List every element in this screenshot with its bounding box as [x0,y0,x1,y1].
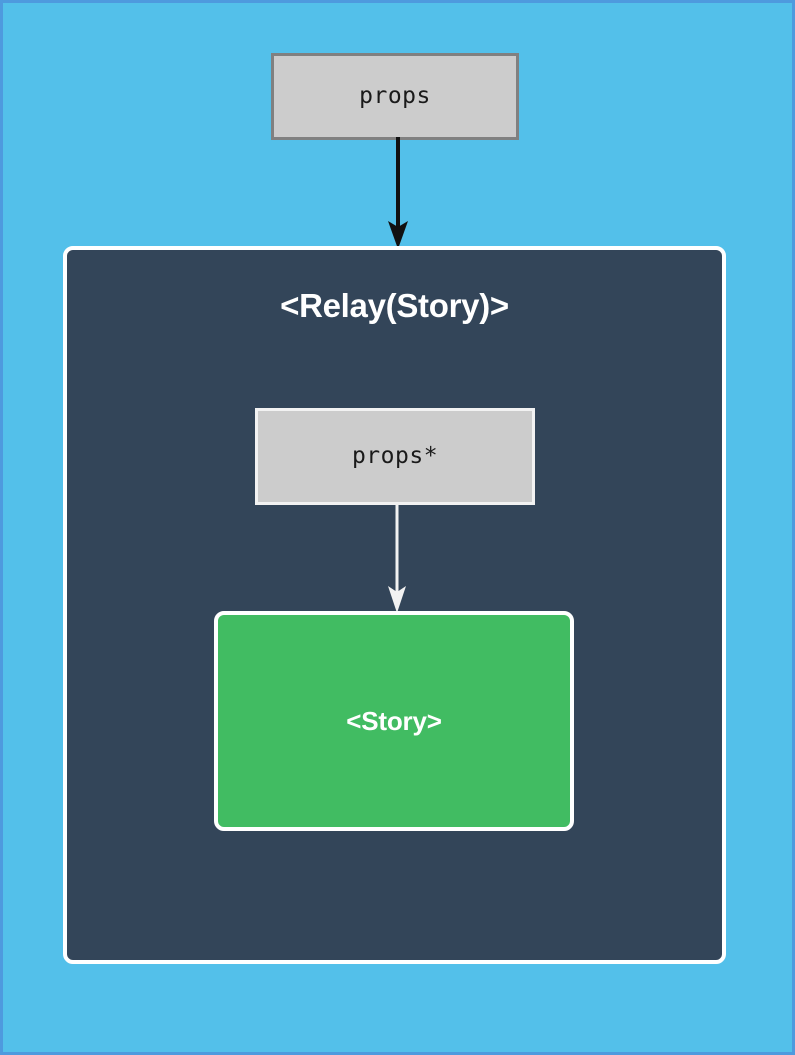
relay-container-title: <Relay(Story)> [280,287,509,324]
edge-propsstar-to-story [375,503,419,613]
edge-props-to-relay [373,137,423,249]
props-box: props [271,53,519,140]
props-box-label: props [359,83,431,109]
story-component-box: <Story> [214,611,574,831]
arrow-down-icon [388,503,406,613]
props-star-box-label: props* [351,443,439,469]
props-star-box: props* [255,408,535,505]
arrow-down-icon [388,137,408,249]
story-component-label: <Story> [346,706,442,736]
